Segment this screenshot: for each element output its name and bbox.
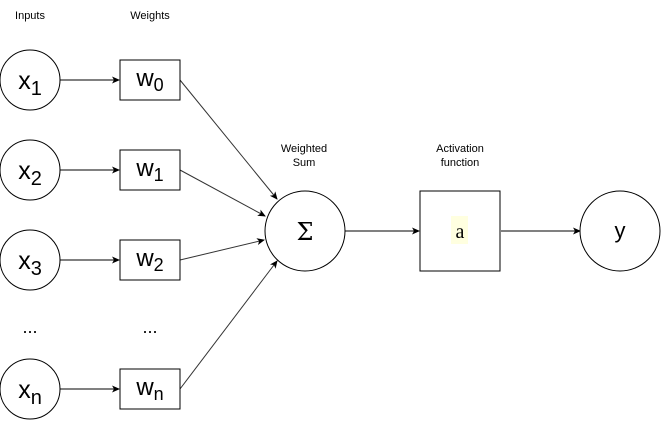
weight-node-1: w1 [119,149,181,191]
input-node-2: x2 [0,139,61,201]
input-node-3-symbol: x [18,247,31,275]
weight-node-2-subscript: 2 [154,255,164,275]
edge-weightn-sum [179,260,278,390]
svg-text:w1: w1 [135,155,163,185]
input-node-3: x3 [0,229,61,291]
input-node-n-subscript: n [31,387,42,409]
input-node-1-subscript: 1 [31,78,42,100]
weight-node-0-subscript: 0 [154,75,164,95]
input-node-2-subscript: 2 [31,168,42,190]
edge-weight0-sum [179,79,278,200]
output-symbol: y [615,218,626,243]
input-node-n: xn [0,358,61,420]
svg-text:w0: w0 [135,65,163,95]
weight-node-2-symbol: w [135,245,154,272]
header-activation-line2: function [441,157,480,169]
output-node: y [579,190,661,272]
edge-weight2-sum [179,238,265,261]
input-node-1-symbol: x [18,67,31,95]
header-weighted-sum-line2: Sum [293,157,316,169]
weight-node-1-subscript: 1 [154,165,164,185]
input-node-n-symbol: x [18,376,31,404]
svg-text:xn: xn [18,376,42,409]
weight-node-n-subscript: n [154,384,164,404]
svg-text:wn: wn [135,374,163,404]
sum-symbol: Σ [297,218,314,246]
input-node-2-symbol: x [18,157,31,185]
sum-node: Σ [264,190,346,272]
input-node-1: x1 [0,49,61,111]
weight-node-n-symbol: w [135,374,154,401]
ellipsis-weights: ... [142,317,157,337]
weight-node-0-symbol: w [135,65,154,92]
header-inputs: Inputs [15,10,45,22]
header-weighted-sum-line1: Weighted [281,143,327,155]
svg-text:x2: x2 [18,157,42,190]
weight-node-2: w2 [119,239,181,281]
activation-symbol: a [456,221,465,243]
svg-text:x3: x3 [18,247,42,280]
svg-text:x1: x1 [18,67,42,100]
edge-weight1-sum [179,169,266,217]
input-node-3-subscript: 3 [31,258,42,280]
weight-node-1-symbol: w [135,155,154,182]
weight-node-n: wn [119,368,181,410]
weight-node-0: w0 [119,59,181,101]
header-activation-line1: Activation [436,143,484,155]
activation-node: a [419,190,501,272]
header-weights: Weights [130,10,170,22]
svg-text:w2: w2 [135,245,163,275]
ellipsis-inputs: ... [22,317,37,337]
activation-highlight [451,216,468,244]
